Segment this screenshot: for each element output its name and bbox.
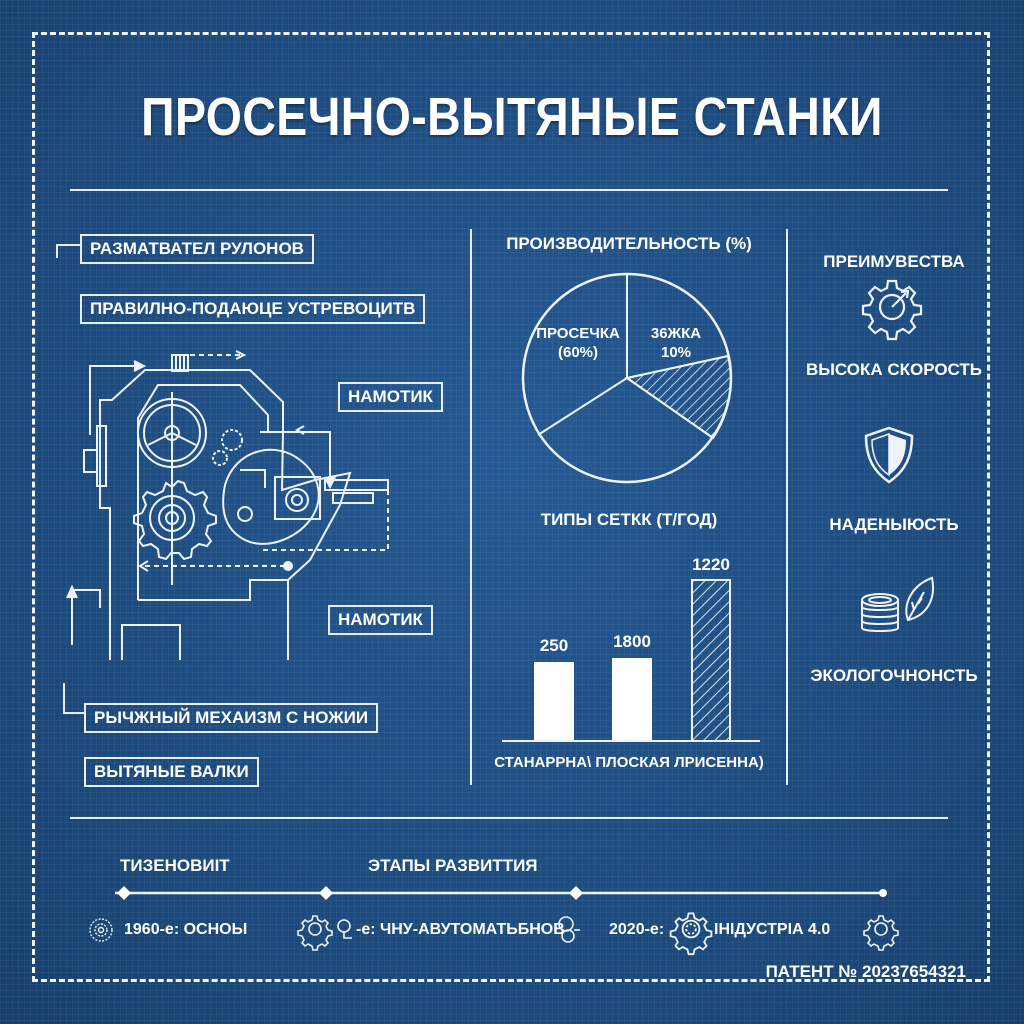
gear-icon xyxy=(89,918,113,942)
label-drawing-rolls: ВЫТЯНЫЕ ВАЛКИ xyxy=(84,757,259,787)
shield-icon xyxy=(864,426,914,484)
bar-value-2: 1800 xyxy=(613,632,651,651)
label-leader-lines xyxy=(56,244,84,714)
pie-label-slice2: 36ЖКА 10% xyxy=(640,324,712,362)
coins-leaf-icon xyxy=(861,576,934,632)
bar-1 xyxy=(534,662,574,741)
advantage-label-speed: ВЫСОКА СКОРОСТЬ xyxy=(805,360,983,379)
label-winder-bottom: НАМОТИК xyxy=(328,605,433,635)
label-straightener: ПРАВИЛНО-ПОДАЮЦЕ УСТРЕВОЦИТВ xyxy=(80,294,426,324)
column-divider-left xyxy=(470,229,472,785)
timeline-marker-end xyxy=(879,889,887,897)
bar-3 xyxy=(691,579,731,742)
pie-chart xyxy=(521,272,733,484)
machine-blueprint-icon xyxy=(66,350,389,660)
column-divider-right xyxy=(786,229,788,785)
timeline-marker-3 xyxy=(569,886,583,900)
bar-chart-title: ТИПЫ СЕТКК (Т/ГОД) xyxy=(540,510,718,529)
advantage-label-reliability: НАДЕНЫЮСТЬ xyxy=(829,515,959,534)
timeline-heading-center: ЭТАПЫ РАЗВИТТИЯ xyxy=(368,856,538,875)
label-lever-mechanism: РЫЧЖНЫЙ МЕХАИЗМ С НОЖИИ xyxy=(84,703,379,733)
timeline-item-1960s: 1960-е: ОСНОЫ xyxy=(124,921,248,938)
timeline-marker-2 xyxy=(319,886,333,900)
pie-slice-hatched xyxy=(624,354,732,440)
bar-value-3: 1220 xyxy=(692,555,730,574)
bar-2 xyxy=(612,658,652,741)
bar-value-1: 250 xyxy=(539,636,569,655)
label-uncoiler: РАЗМАТВАТЕЛ РУЛОНОВ xyxy=(80,234,314,264)
pie-chart-title: ПРОИЗВОДИТЕЛЬНОСТЬ (%) xyxy=(506,234,752,253)
pie-label-slice1-value: (60%) xyxy=(557,344,598,361)
advantages-title: ПРЕИМУВЕСТВА xyxy=(823,252,965,271)
pie-label-slice1: ПРОСЕЧКА (60%) xyxy=(528,324,628,362)
bar-chart xyxy=(502,579,760,742)
gear-icon xyxy=(863,915,899,951)
robot-arm-icon xyxy=(558,916,580,943)
title-divider xyxy=(70,189,948,191)
page-title: ПРОСЕЧНО-ВЫТЯНЫЕ СТАНКИ xyxy=(141,87,883,147)
pie-label-slice2-value: 10% xyxy=(660,344,692,361)
dashed-frame xyxy=(32,32,990,982)
advantage-label-ecology: ЭКОЛОГОЧНОНСТЬ xyxy=(810,666,978,685)
pie-label-slice2-name: 36ЖКА xyxy=(650,325,702,342)
bar-chart-axis-label: СТАНАРРНА\ ПЛОСКАЯ ЛРИСЕННА) xyxy=(494,754,764,771)
bottom-divider xyxy=(70,817,948,819)
gear-speed-icon xyxy=(861,279,923,341)
wrench-gear-icon xyxy=(337,919,352,939)
timeline-marker-1 xyxy=(117,886,131,900)
gear-icon xyxy=(297,915,333,951)
timeline-item-industry40: IНIДУСТРIА 4.0 xyxy=(714,921,831,938)
timeline-line xyxy=(115,886,887,900)
pie-label-slice1-name: ПРОСЕЧКА xyxy=(536,325,620,342)
timeline-heading-left: ТИЗЕНОВИIТ xyxy=(120,856,230,875)
patent-number: ПАТЕНТ № 20237654321 xyxy=(765,962,966,981)
label-winder-top: НАМОТИК xyxy=(338,382,443,412)
timeline-item-cnc: -е: ЧНУ-АВУТОМАТЬБНОВ xyxy=(356,921,565,938)
timeline-item-2020s: 2020-е: xyxy=(609,921,665,938)
gear-icon xyxy=(669,912,713,956)
